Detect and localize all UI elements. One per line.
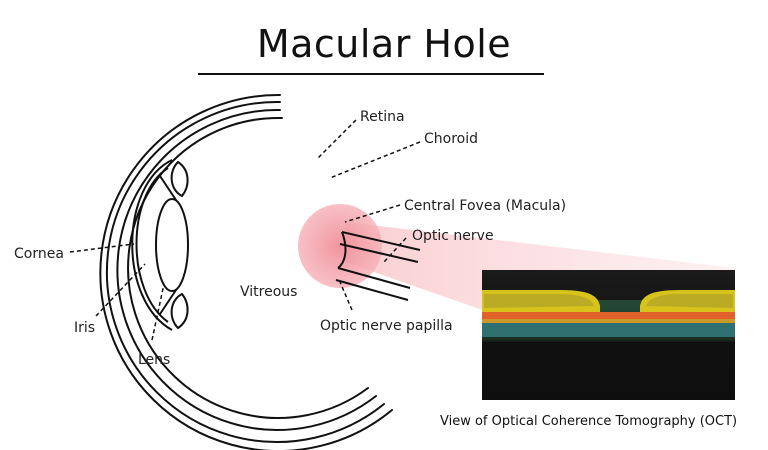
label-choroid: Choroid (424, 131, 478, 147)
label-iris: Iris (74, 320, 95, 336)
label-vitreous: Vitreous (240, 284, 297, 300)
leader-lines (69, 119, 421, 341)
label-central-fovea: Central Fovea (Macula) (404, 198, 566, 214)
label-lens: Lens (138, 352, 170, 368)
cornea-shape (131, 159, 173, 331)
iris-shape (159, 160, 189, 330)
oct-caption: View of Optical Coherence Tomography (OC… (440, 414, 738, 429)
label-optic-nerve: Optic nerve (412, 228, 494, 244)
lens-shape (155, 198, 189, 292)
macula-highlight (298, 204, 382, 288)
label-retina: Retina (360, 109, 405, 125)
label-optic-nerve-papilla: Optic nerve papilla (320, 318, 453, 334)
page-title: Macular Hole (256, 22, 512, 66)
eyeball-outline (99, 93, 393, 450)
title-underline (198, 73, 544, 75)
label-cornea: Cornea (14, 246, 64, 262)
oct-image (482, 270, 735, 400)
optic-nerve-shape (335, 231, 421, 301)
